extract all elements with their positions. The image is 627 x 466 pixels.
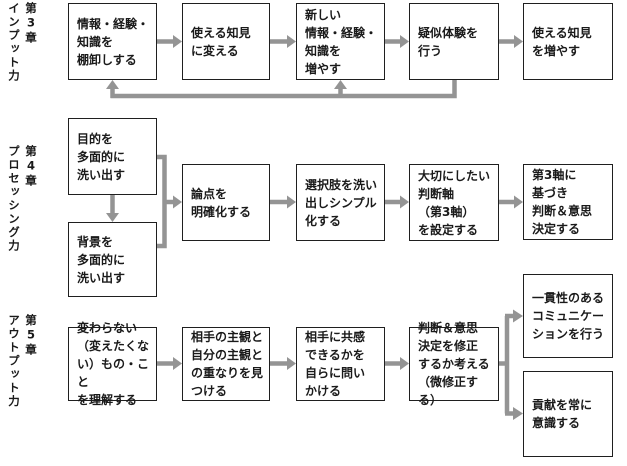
merge-bracket xyxy=(157,154,182,249)
flow-box-identify-background: 背景を 多面的に 洗い出す xyxy=(68,222,157,297)
flow-box-decide-by-third-axis: 第3軸に 基づき 判断＆意思 決定する xyxy=(523,164,613,240)
chapter-label-input: 第3章 インプット力 xyxy=(5,2,39,86)
chapter-label-output: 第5章 アウトプット力 xyxy=(5,314,39,416)
flow-box-set-third-axis: 大切にしたい 判断軸 （第3軸） を設定する xyxy=(409,164,499,241)
flow-box-turn-into-insight: 使える知見 に変える xyxy=(182,3,270,80)
flow-box-increase-usable-insight: 使える知見 を増やす xyxy=(523,3,613,80)
chapter-number: 第3章 xyxy=(24,2,38,45)
arrow-r2-5to6 xyxy=(499,195,523,209)
skill-name: プロセッシング力 xyxy=(7,145,21,253)
flow-box-consistent-communication: 一貫性のある コミュニケー ションを行う xyxy=(523,274,613,358)
flow-box-revise-decision: 判断＆意思 決定を修正 するか考える （微修正する） xyxy=(409,321,499,407)
flow-box-clarify-issues: 論点を 明確化する xyxy=(182,164,270,241)
arrow-r3-2to3 xyxy=(270,357,296,370)
arrow-r2-purpose-to-background xyxy=(106,195,119,222)
arrow-r1-2to3 xyxy=(270,35,296,48)
flow-box-understand-unchanging: 変わらない （変えたくな い）もの・こと を理解する xyxy=(68,321,157,407)
flow-box-increase-new-knowledge: 新しい 情報・経験・ 知識を 増やす xyxy=(296,3,385,80)
branch-split xyxy=(499,309,523,420)
arrow-r3-1to2 xyxy=(157,357,182,370)
feedback-loop-line xyxy=(106,80,457,99)
arrow-r2-3to4 xyxy=(270,195,296,209)
arrow-r1-4to5 xyxy=(499,35,523,48)
flow-box-simulated-experience: 疑似体験を 行う xyxy=(409,3,499,80)
flow-box-find-overlap: 相手の主観と 自分の主観と の重なりを見 つける xyxy=(182,327,270,401)
flow-box-inventory-knowledge: 情報・経験・ 知識を 棚卸しする xyxy=(68,3,157,80)
arrow-r2-4to5 xyxy=(385,195,409,209)
skill-name: インプット力 xyxy=(7,2,21,83)
arrow-r1-1to2 xyxy=(157,35,182,48)
chapter-number: 第4章 xyxy=(24,145,38,188)
flow-box-always-contribute: 貢献を常に 意識する xyxy=(523,371,613,457)
skill-name: アウトプット力 xyxy=(7,314,21,409)
flow-box-simplify-options: 選択肢を洗い 出しシンプル 化する xyxy=(296,164,385,241)
chapter-label-processing: 第4章 プロセッシング力 xyxy=(5,145,39,265)
arrow-r1-3to4 xyxy=(385,35,409,48)
flow-box-identify-purpose: 目的を 多面的に 洗い出す xyxy=(68,118,157,195)
arrow-r3-3to4 xyxy=(385,357,409,370)
chapter-number: 第5章 xyxy=(24,314,38,357)
flow-box-ask-empathy: 相手に共感 できるかを 自らに問い かける xyxy=(296,327,385,401)
